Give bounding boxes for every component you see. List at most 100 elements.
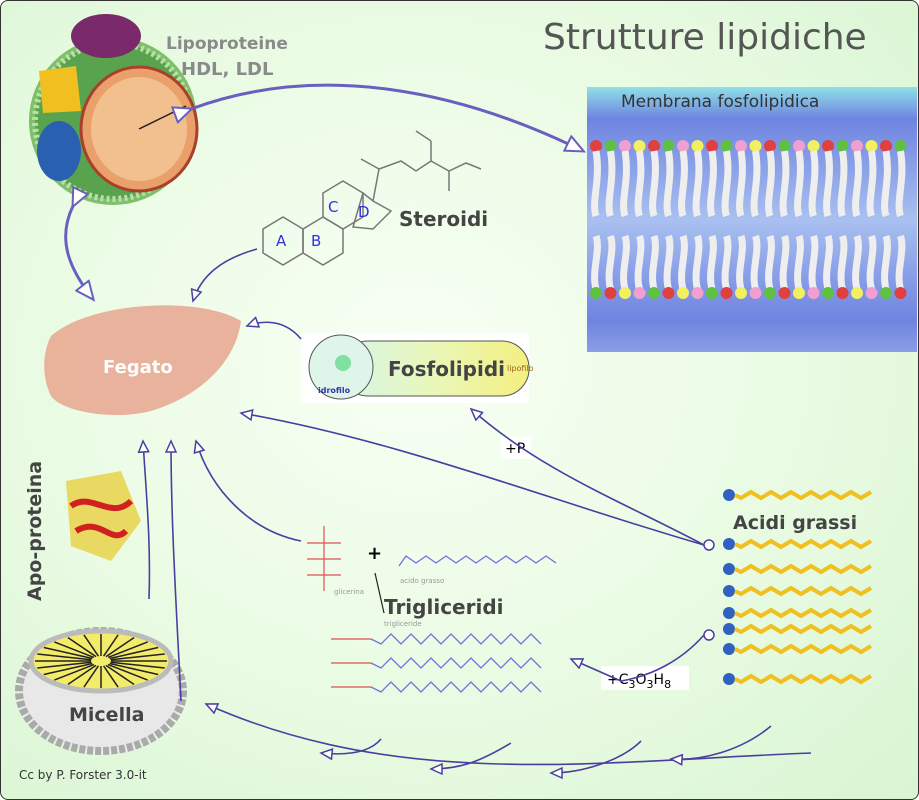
- acyl-chain: [370, 633, 542, 645]
- lipid-head: [836, 140, 849, 152]
- lipid-head: [778, 287, 791, 299]
- micelle-tail: [43, 646, 93, 660]
- lipid-head: [735, 287, 747, 299]
- lipid-tail: [663, 234, 674, 290]
- lipid-tail: [837, 150, 848, 218]
- lipid-tail: [881, 150, 891, 218]
- phospholipid-illustration: [301, 333, 530, 403]
- lipid-head: [822, 287, 834, 299]
- hydrophilic-label: idrofilo: [318, 386, 351, 395]
- lipid-tail: [634, 234, 645, 290]
- lipid-tail: [823, 234, 833, 290]
- arrow-steroid-liver: [193, 248, 258, 301]
- lipid-head: [677, 140, 689, 152]
- ring-label-a: A: [276, 232, 287, 250]
- lipid-head: [691, 287, 704, 299]
- micelle-tail: [109, 646, 159, 660]
- ring-label-d: D: [358, 203, 370, 221]
- steroid-label: Steroidi: [399, 207, 488, 231]
- micelle-tail: [110, 653, 165, 661]
- fatty-acid-head: [723, 489, 735, 501]
- lipid-tail: [721, 150, 732, 218]
- liver-illustration: [44, 305, 241, 416]
- credit-text: Cc by P. Forster 3.0-it: [19, 768, 147, 782]
- lipid-head: [619, 287, 631, 299]
- membrane-illustration: [587, 87, 917, 352]
- lipid-tail: [692, 234, 703, 290]
- arrow-lipoprotein-membrane: [191, 83, 583, 151]
- fatty-acid-structure: [398, 555, 557, 567]
- micelle-tail: [109, 662, 159, 676]
- lipid-head: [865, 287, 878, 299]
- lipid-head: [662, 287, 675, 299]
- lipid-head: [822, 140, 834, 152]
- lipid-head: [604, 140, 617, 152]
- lipid-tail: [707, 234, 717, 290]
- fatty-acid-head: [723, 623, 735, 635]
- arrow-to-micelle: [206, 704, 812, 766]
- arrow-micelle-liver-2: [143, 441, 151, 600]
- micelle-illustration: [15, 627, 187, 755]
- lipid-head: [604, 287, 617, 299]
- lipid-tail: [779, 234, 790, 290]
- fatty-acid-chain: [734, 673, 873, 685]
- micelle-tail: [83, 665, 100, 688]
- lipid-tail: [765, 150, 775, 218]
- lipid-tail: [663, 150, 674, 218]
- lipid-head: [894, 140, 907, 152]
- lipid-head: [807, 140, 820, 152]
- lipid-tail: [736, 234, 746, 290]
- micelle-tail: [107, 663, 148, 681]
- micelle-tail: [83, 634, 100, 657]
- lipid-tail: [591, 150, 601, 218]
- lipid-tail: [895, 150, 906, 218]
- fatty-acid-head: [723, 643, 735, 655]
- acyl-chain: [370, 657, 542, 669]
- lipid-head: [880, 140, 892, 152]
- lipid-head: [648, 140, 660, 152]
- lipid-head: [764, 140, 776, 152]
- arrow-micelle-liver-1: [171, 441, 182, 702]
- lipid-head: [633, 287, 646, 299]
- lipid-head: [807, 287, 820, 299]
- lipid-head: [720, 287, 733, 299]
- pathway-arrows: [64, 83, 812, 773]
- lipid-tail: [808, 150, 819, 218]
- micelle-tail: [105, 636, 135, 658]
- fatty-acid-caption: acido grasso: [400, 577, 444, 585]
- glycerol-structure: [307, 526, 341, 591]
- lipid-head: [677, 287, 689, 299]
- lipid-head: [749, 287, 762, 299]
- lipid-head: [735, 140, 747, 152]
- lipid-head: [691, 140, 704, 152]
- lipid-tail: [605, 234, 616, 290]
- lipid-head: [865, 140, 878, 152]
- phosphate-tag-bg: [501, 437, 531, 459]
- lipid-tail: [881, 234, 891, 290]
- arrow-fattyacid-liver: [241, 413, 705, 546]
- lipid-tail: [750, 150, 761, 218]
- lipid-tail: [721, 234, 732, 290]
- lipophilic-label: lipofilo: [507, 364, 534, 373]
- triglyceride-structure: [331, 633, 542, 693]
- plus-sign: +: [367, 543, 382, 564]
- lipid-tail: [707, 150, 717, 218]
- lipid-head: [648, 287, 660, 299]
- lipid-tail: [605, 150, 616, 218]
- fatty-acid-chain: [734, 623, 873, 635]
- lipid-tail: [649, 234, 659, 290]
- lipid-tail: [765, 234, 775, 290]
- lipid-head: [662, 140, 675, 152]
- arrow-fattyacid-triglyceride: [571, 634, 705, 682]
- lipid-head: [720, 140, 733, 152]
- steroid-structure: [262, 130, 482, 266]
- lipid-head: [633, 140, 646, 152]
- micelle-tail: [67, 664, 97, 686]
- lipid-head: [590, 287, 602, 299]
- lipid-tail: [591, 234, 601, 290]
- lipid-head: [778, 140, 791, 152]
- lipid-tail: [866, 234, 877, 290]
- phospholipid-label: Fosfolipidi: [388, 357, 505, 381]
- arrow-lipoprotein-liver: [64, 206, 93, 299]
- fatty-acid-head: [723, 585, 735, 597]
